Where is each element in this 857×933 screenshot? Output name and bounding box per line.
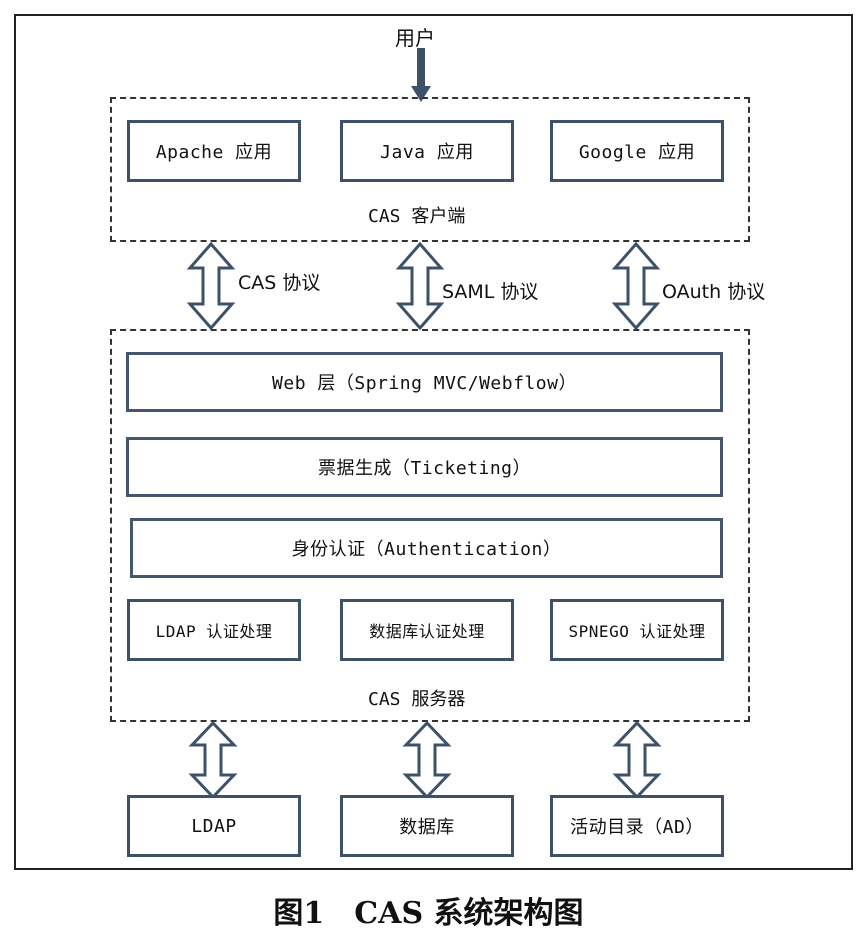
- web-layer-box: Web 层（Spring MVC/Webflow）: [126, 352, 723, 412]
- ad-link-arrow: [612, 720, 662, 800]
- cas-client-label: CAS 客户端: [368, 206, 466, 227]
- active-directory-box: 活动目录（AD）: [550, 795, 724, 857]
- web-layer-text: Web 层（Spring MVC/Webflow）: [272, 373, 577, 394]
- cas-protocol-arrow: [186, 241, 236, 331]
- user-down-arrow: [411, 48, 431, 102]
- diagram-frame: [14, 14, 853, 870]
- java-app-box: Java 应用: [340, 120, 514, 182]
- cas-server-label: CAS 服务器: [368, 689, 466, 710]
- saml-protocol-label: SAML 协议: [442, 281, 539, 303]
- user-label: 用户: [395, 26, 435, 50]
- spnego-handler-box: SPNEGO 认证处理: [550, 599, 724, 661]
- apache-app-box: Apache 应用: [127, 120, 301, 182]
- oauth-protocol-label: OAuth 协议: [662, 281, 766, 303]
- ldap-handler-box: LDAP 认证处理: [127, 599, 301, 661]
- ldap-link-arrow: [188, 720, 238, 800]
- ticketing-box: 票据生成（Ticketing）: [126, 437, 723, 497]
- oauth-protocol-arrow: [611, 241, 661, 331]
- figure-caption: 图1 CAS 系统架构图: [273, 896, 584, 931]
- cas-protocol-label: CAS 协议: [238, 272, 321, 294]
- database-box: 数据库: [340, 795, 514, 857]
- cas-client-region: [110, 97, 750, 242]
- authentication-box: 身份认证（Authentication）: [130, 518, 723, 578]
- database-link-arrow: [402, 720, 452, 800]
- saml-protocol-arrow: [395, 241, 445, 331]
- ldap-box: LDAP: [127, 795, 301, 857]
- cas-server-region: [110, 329, 750, 722]
- database-handler-box: 数据库认证处理: [340, 599, 514, 661]
- google-app-box: Google 应用: [550, 120, 724, 182]
